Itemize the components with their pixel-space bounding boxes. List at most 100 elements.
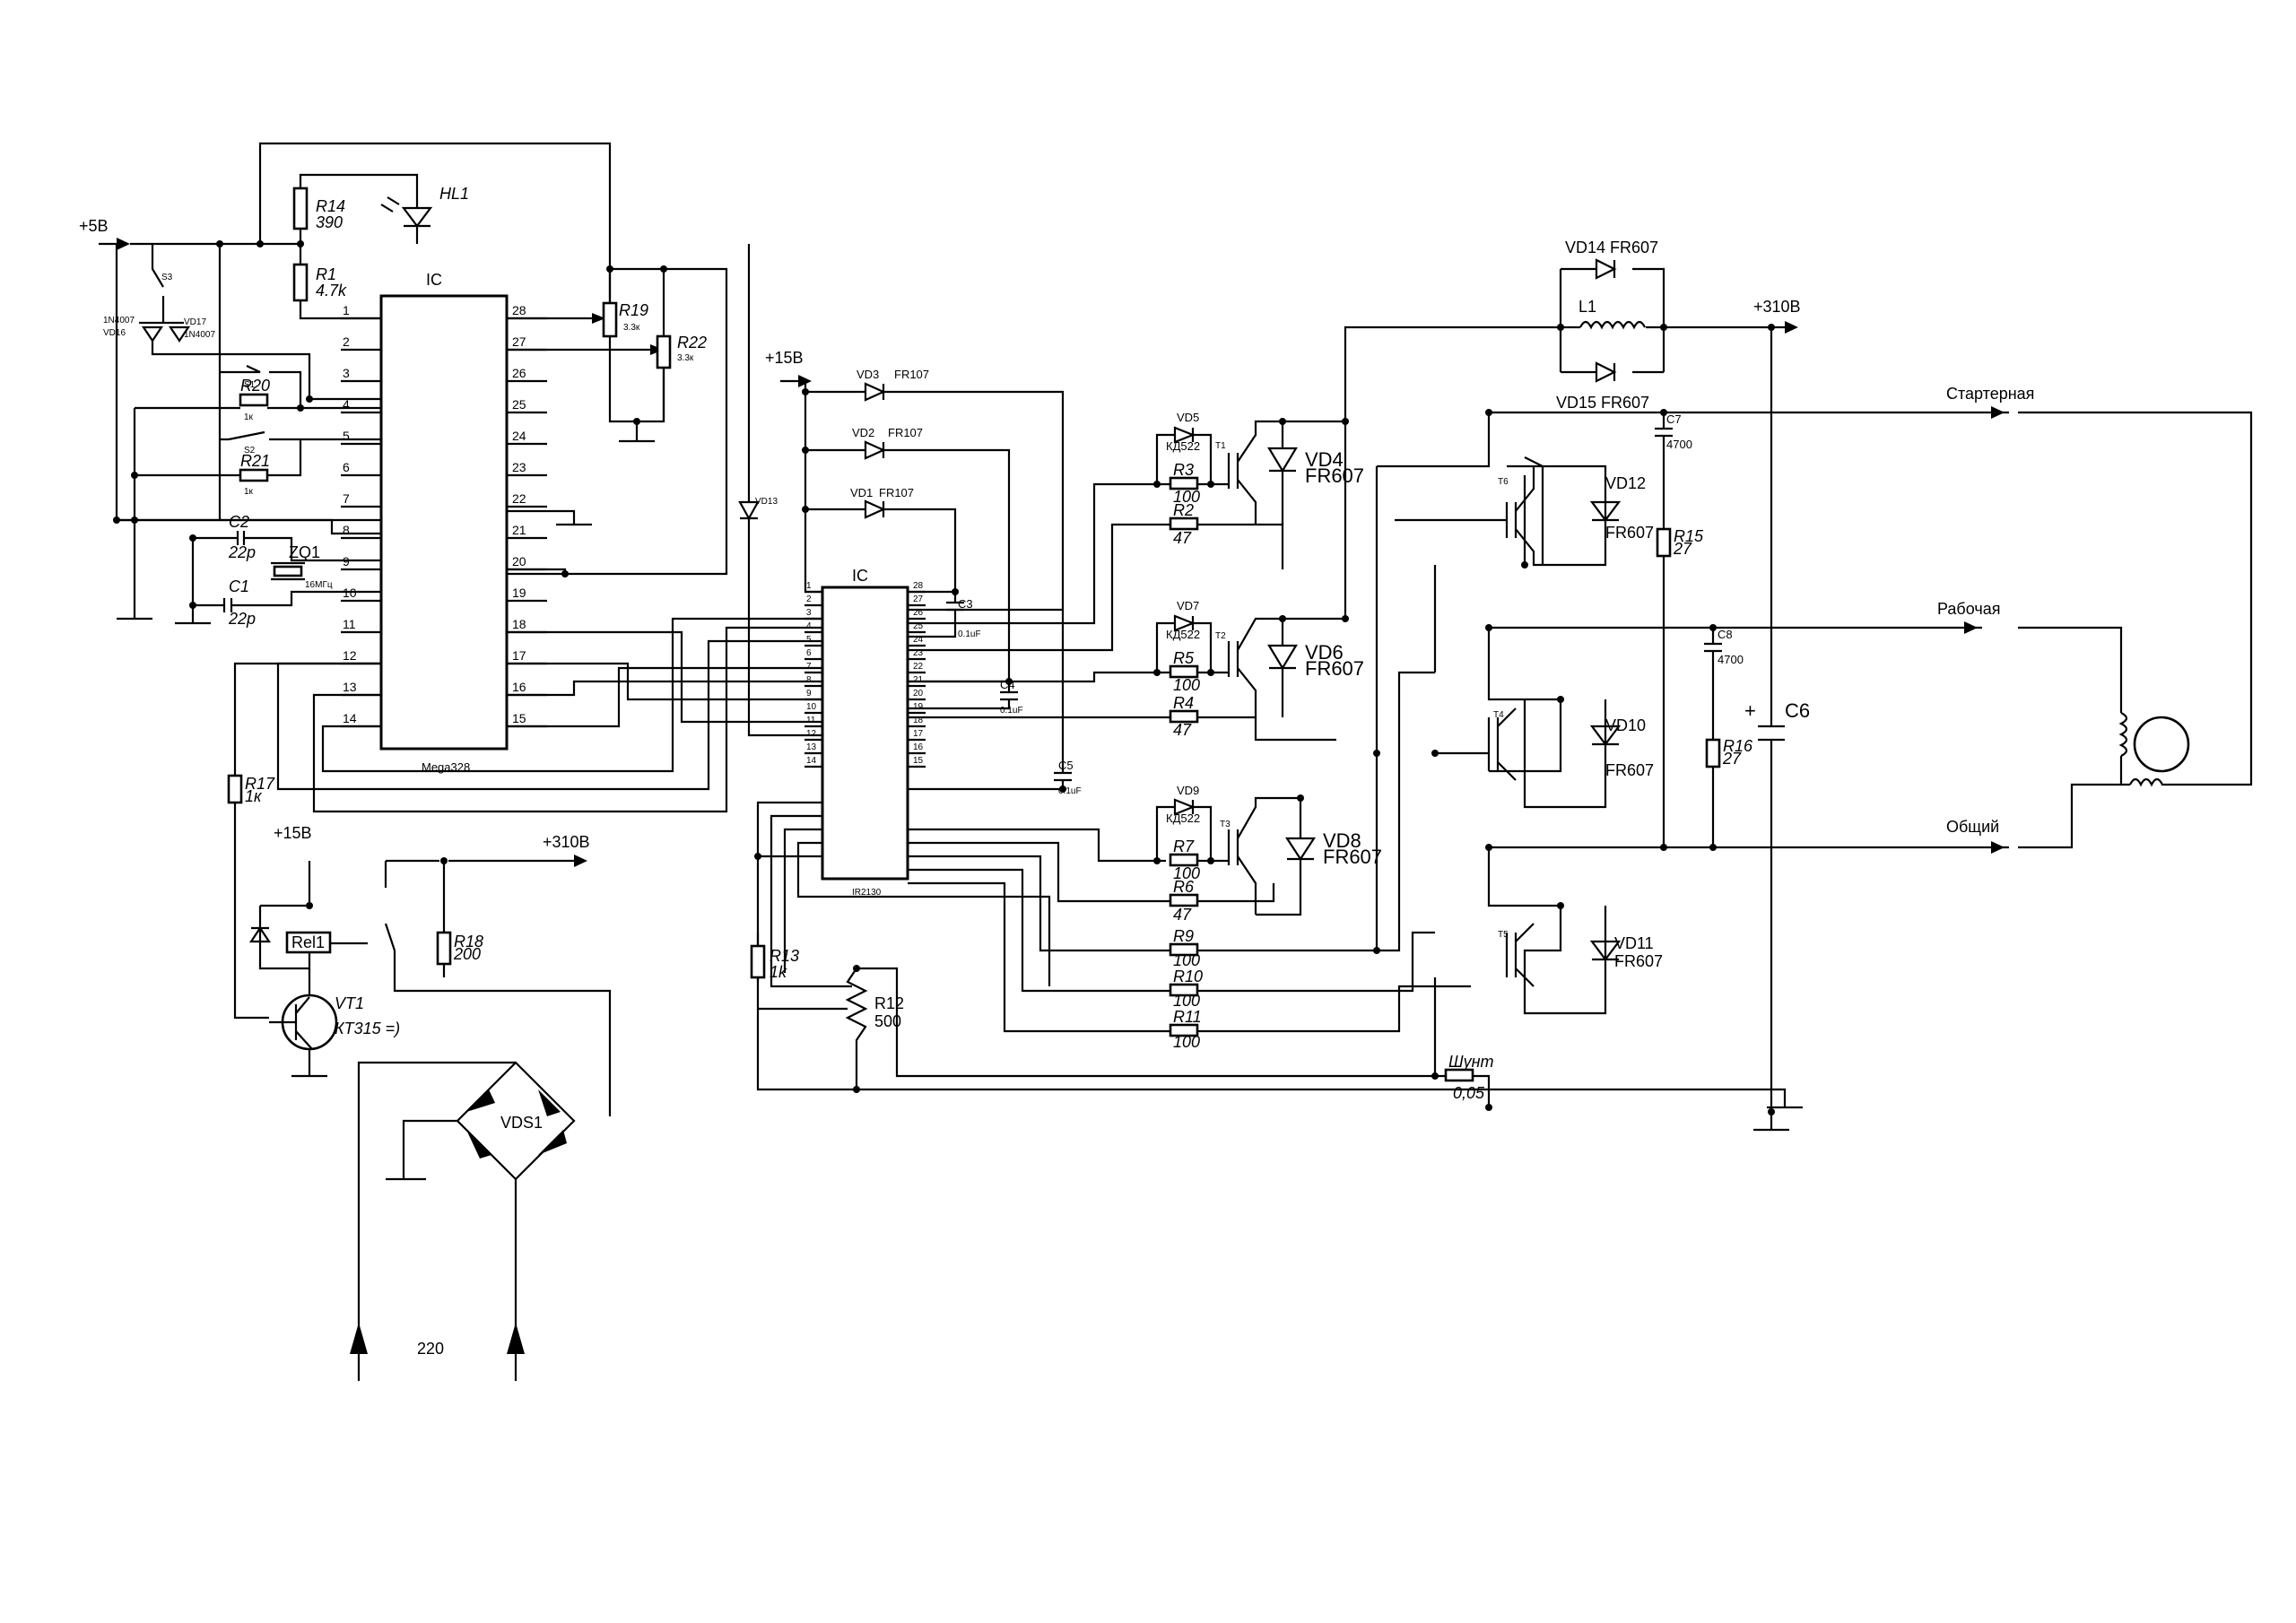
pin-number: 22	[913, 662, 924, 672]
junction-dot	[131, 516, 138, 524]
r17-label: R17	[245, 775, 275, 793]
pin-number: 6	[806, 648, 812, 658]
junction-dot	[1342, 418, 1349, 425]
junction-dot	[1153, 481, 1161, 488]
pin-number: 24	[512, 429, 526, 443]
c2-label: C2	[229, 513, 249, 531]
junction-dot	[802, 388, 809, 395]
power-rail-310v: VD14 FR607 VD15 FR607 L1 +310В + C6	[1344, 239, 1810, 1132]
output-common-label: Общий	[1946, 818, 1999, 836]
r5-label: R5	[1173, 649, 1195, 667]
pin-number: 2	[343, 334, 350, 349]
pin-number: 20	[512, 554, 526, 568]
pin-number: 25	[913, 621, 924, 631]
vd15-label: VD15 FR607	[1556, 394, 1649, 412]
junction-dot	[189, 534, 196, 542]
junction-dot	[1005, 678, 1013, 685]
c7-value: 4700	[1666, 438, 1692, 451]
motor-symbol	[2018, 411, 2253, 849]
vd1-label: VD1	[850, 486, 873, 499]
junction-dot	[1660, 409, 1667, 416]
junction-dot	[1153, 669, 1161, 676]
vd10-label: VD10	[1605, 716, 1646, 734]
pin-number: 11	[343, 617, 356, 631]
pin-number: 24	[913, 635, 924, 645]
pin-number: 5	[343, 429, 350, 443]
junction-dot	[440, 857, 448, 864]
pin-number: 27	[512, 334, 526, 349]
vd16-value: 1N4007	[103, 316, 135, 325]
rail-15v-a-label: +15В	[765, 349, 804, 367]
relay-section: +15В Rel1 +310В R18 200 VT1 КТ315 =)	[248, 824, 612, 1116]
junction-dot	[1153, 857, 1161, 864]
r14-value: 390	[316, 213, 343, 231]
s3-label: S3	[161, 273, 173, 282]
junction-dot	[606, 265, 613, 273]
r7-label: R7	[1173, 838, 1195, 855]
shunt-value: 0,05	[1453, 1084, 1485, 1102]
vd17-label: VD17	[184, 317, 206, 327]
r6-value: 47	[1173, 906, 1192, 924]
junction-dot	[802, 506, 809, 513]
r16-label: R16	[1723, 737, 1753, 755]
r7-value: 100	[1173, 864, 1200, 882]
junction-dot	[1279, 615, 1286, 622]
pin-number: 26	[512, 366, 526, 380]
driver-name-label: IR2130	[852, 888, 882, 898]
pin-number: 4	[343, 397, 350, 412]
r13-value: 1k	[770, 963, 787, 981]
pin-number: 15	[512, 711, 526, 725]
junction-dot	[1485, 844, 1492, 851]
r12-label: R12	[874, 994, 904, 1012]
t4-label: T4	[1493, 710, 1504, 720]
r3-label: R3	[1173, 461, 1194, 479]
r6-label: R6	[1173, 878, 1195, 896]
r21-label: R21	[240, 452, 270, 470]
c5-value: 0.1uF	[1058, 786, 1082, 796]
junction-dot	[131, 472, 138, 479]
c5-label: C5	[1058, 759, 1074, 772]
junction-dot	[1485, 624, 1492, 631]
pin-number: 7	[343, 491, 350, 506]
output-start-label: Стартерная	[1946, 385, 2034, 403]
c1-label: C1	[229, 577, 249, 595]
gate-drive-section: VD5 КД522 R3 100 R2 47 T1 VD4 FR607 VD7 …	[908, 411, 1471, 1051]
pin-number: 18	[913, 716, 924, 725]
output-work-label: Рабочая	[1937, 600, 2000, 618]
pin-number: 14	[806, 756, 817, 766]
r9-label: R9	[1173, 927, 1194, 945]
junction-dot	[1660, 324, 1667, 331]
vd1-value: FR107	[879, 486, 914, 499]
junction-dot	[660, 265, 667, 273]
rel1-label: Rel1	[291, 933, 325, 951]
t2-label: T2	[1215, 631, 1226, 641]
r13-label: R13	[770, 947, 799, 965]
r3-value: 100	[1173, 488, 1200, 506]
junction-dot	[1660, 844, 1667, 851]
junction-dot	[1768, 1108, 1775, 1115]
c6-label: C6	[1785, 699, 1810, 722]
vd6-value: FR607	[1305, 657, 1364, 680]
rail-310v-a-label: +310В	[1753, 298, 1801, 316]
r22-label: R22	[677, 334, 707, 352]
vd16-label: VD16	[103, 328, 126, 338]
junction-dot	[633, 418, 640, 425]
pin-number: 13	[806, 742, 817, 752]
junction-dot	[754, 853, 761, 860]
pin-number: 9	[806, 689, 812, 699]
junction-dot	[297, 404, 304, 412]
junction-dot	[1373, 750, 1380, 757]
s2-label: S2	[244, 446, 256, 456]
r19-label: R19	[619, 301, 648, 319]
pin-number: 8	[343, 523, 350, 537]
vd12-label: VD12	[1605, 474, 1646, 492]
pin-number: 17	[913, 729, 924, 739]
junction-dot	[1521, 561, 1528, 568]
junction-dot	[1342, 615, 1349, 622]
pin-number: 7	[806, 662, 812, 672]
junction-dot	[1485, 409, 1492, 416]
junction-dot	[1709, 624, 1717, 631]
vd2-label: VD2	[852, 426, 874, 439]
junction-dot	[306, 395, 313, 403]
